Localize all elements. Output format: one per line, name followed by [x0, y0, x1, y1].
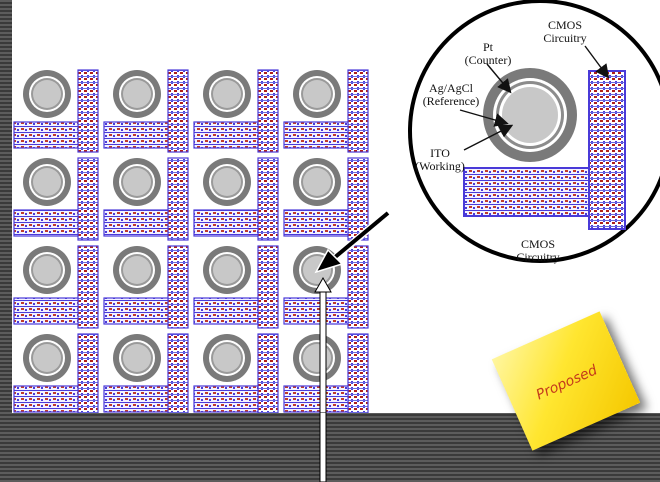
ito-working-electrode — [123, 344, 151, 372]
cmos-bottom-line1: CMOS — [520, 237, 555, 251]
cmos-vertical-strip — [347, 69, 369, 153]
cmos-vertical-strip — [167, 157, 189, 241]
ito-working-electrode — [213, 168, 241, 196]
ito-working-electrode — [303, 344, 331, 372]
array-cell — [193, 69, 279, 153]
selection-arrow — [314, 276, 332, 413]
array-cell — [103, 69, 189, 153]
zoom-cmos-horizontal — [463, 167, 590, 217]
ito-working-electrode — [123, 256, 151, 284]
pt-label-line1: Pt — [482, 40, 493, 54]
cmos-horizontal-strip — [103, 385, 169, 413]
cmos-circuitry-label-bottom: CMOS Circuitry — [498, 238, 578, 264]
cmos-top-callout-arrow — [584, 45, 610, 79]
ito-working-electrode — [213, 80, 241, 108]
selection-arrow-head — [314, 276, 332, 293]
cmos-vertical-strip — [167, 333, 189, 413]
pt-label-line2: (Counter) — [464, 53, 512, 67]
cmos-vertical-strip — [347, 245, 369, 329]
array-cell — [283, 157, 369, 241]
cmos-vertical-strip — [167, 245, 189, 329]
cmos-top-line1: CMOS — [547, 18, 582, 32]
sensor-array-diagram — [13, 0, 660, 413]
ito-working-electrode — [33, 80, 61, 108]
ito-working-electrode — [33, 168, 61, 196]
agcl-reference-label: Ag/AgCl (Reference) — [406, 82, 496, 108]
cmos-horizontal-strip — [13, 121, 79, 149]
electrode-array — [13, 69, 369, 413]
cmos-horizontal-strip — [283, 209, 349, 237]
cmos-horizontal-strip — [283, 121, 349, 149]
array-cell — [103, 157, 189, 241]
ito-working-electrode — [123, 80, 151, 108]
array-cell — [103, 333, 189, 413]
cmos-vertical-strip — [347, 157, 369, 241]
cmos-horizontal-strip — [13, 209, 79, 237]
zoom-pointer-arrowhead — [314, 248, 344, 274]
cmos-vertical-strip — [257, 333, 279, 413]
array-cell — [283, 333, 369, 413]
cmos-horizontal-strip — [103, 209, 169, 237]
selection-arrow-extension — [319, 412, 327, 482]
cmos-vertical-strip — [77, 69, 99, 153]
cmos-top-line2: Circuitry — [543, 31, 587, 45]
agcl-callout-arrow — [459, 109, 509, 127]
slide-canvas: Pt (Counter) CMOS Circuitry Ag/AgCl (Ref… — [12, 0, 660, 413]
cmos-horizontal-strip — [193, 121, 259, 149]
cmos-circuitry-label-top: CMOS Circuitry — [525, 19, 605, 45]
array-cell — [283, 69, 369, 153]
cmos-vertical-strip — [77, 333, 99, 413]
cmos-horizontal-strip — [13, 297, 79, 325]
cmos-vertical-strip — [167, 69, 189, 153]
array-cell — [13, 157, 99, 241]
ito-working-electrode — [123, 168, 151, 196]
cmos-vertical-strip — [77, 245, 99, 329]
array-cell — [13, 333, 99, 413]
ito-working-electrode — [213, 344, 241, 372]
ito-callout-arrow — [463, 124, 514, 151]
ito-label-line1: ITO — [430, 146, 450, 160]
pt-callout-arrow — [486, 63, 512, 94]
cmos-vertical-strip — [257, 245, 279, 329]
ito-working-electrode — [33, 256, 61, 284]
ito-label-line2: (Working) — [415, 159, 465, 173]
agcl-label-line1: Ag/AgCl — [428, 81, 473, 95]
cmos-horizontal-strip — [193, 209, 259, 237]
cmos-horizontal-strip — [103, 121, 169, 149]
array-cell — [193, 333, 279, 413]
cmos-horizontal-strip — [193, 297, 259, 325]
ito-working-electrode — [303, 80, 331, 108]
ito-working-label: ITO (Working) — [398, 147, 482, 173]
zoom-pointer-arrow — [332, 211, 390, 260]
array-cell — [103, 245, 189, 329]
ito-working-electrode — [213, 256, 241, 284]
cmos-horizontal-strip — [103, 297, 169, 325]
cmos-vertical-strip — [347, 333, 369, 413]
ito-working-electrode — [33, 344, 61, 372]
array-cell — [13, 245, 99, 329]
cmos-horizontal-strip — [193, 385, 259, 413]
cmos-vertical-strip — [257, 157, 279, 241]
array-cell — [193, 245, 279, 329]
sticky-note-text: Proposed — [533, 362, 600, 404]
pt-counter-label: Pt (Counter) — [448, 41, 528, 67]
cmos-bottom-line2: Circuitry — [516, 250, 560, 264]
selection-arrow-shaft — [319, 287, 327, 413]
agcl-label-line2: (Reference) — [422, 94, 480, 108]
array-cell — [13, 69, 99, 153]
cmos-vertical-strip — [257, 69, 279, 153]
zoomed-electrode-detail — [314, 0, 660, 413]
zoom-cmos-vertical — [588, 70, 626, 230]
ito-working-electrode — [303, 168, 331, 196]
cmos-horizontal-strip — [283, 385, 349, 413]
zoom-ito-working-electrode — [502, 87, 558, 143]
array-cell — [193, 157, 279, 241]
cmos-horizontal-strip — [13, 385, 79, 413]
cmos-vertical-strip — [77, 157, 99, 241]
cmos-horizontal-strip — [283, 297, 349, 325]
